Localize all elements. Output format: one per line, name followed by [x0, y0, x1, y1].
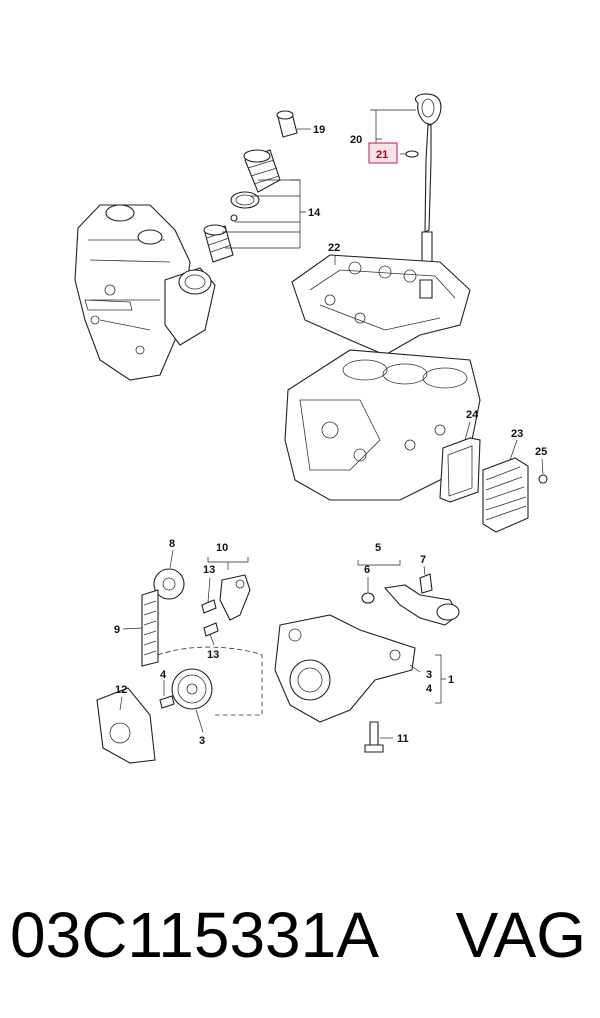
cylinder-block [284, 349, 481, 501]
bolt-4 [159, 695, 175, 709]
callout-9: 9 [114, 624, 120, 636]
callout-6: 6 [364, 564, 370, 576]
callout-22: 22 [328, 242, 340, 254]
engine-side-view [74, 204, 216, 381]
sprocket-3 [171, 668, 213, 710]
bolt-7 [419, 573, 433, 594]
callout-4-left: 4 [160, 669, 167, 681]
callout-1: 1 [448, 674, 454, 686]
callout-19: 19 [313, 124, 325, 136]
bolt-25 [538, 474, 548, 484]
highlight-box-21 [368, 142, 398, 164]
bolts-13 [201, 599, 219, 637]
callout-5: 5 [375, 542, 381, 554]
o-ring-6 [361, 592, 375, 604]
sprocket-8 [153, 568, 185, 600]
tensioner-10 [219, 574, 251, 621]
filter-cap-19 [276, 110, 298, 138]
part-number: 03C115331A [10, 899, 379, 971]
callout-3-left: 3 [199, 735, 205, 747]
chain-cover-12 [96, 687, 156, 764]
assembly-path [157, 646, 263, 716]
callout-7: 7 [420, 554, 426, 566]
callout-12: 12 [115, 684, 127, 696]
callout-23: 23 [511, 428, 523, 440]
callout-24: 24 [466, 409, 479, 421]
callout-13-top: 13 [203, 564, 215, 576]
brand-name: VAG [455, 899, 586, 971]
callout-8: 8 [169, 538, 175, 550]
callout-10: 10 [216, 542, 228, 554]
callout-13-bottom: 13 [207, 649, 219, 661]
callout-3-right: 3 [426, 669, 432, 681]
oil-pickup-5 [383, 584, 460, 626]
exploded-parts-diagram: 19 14 20 21 22 24 23 25 8 10 13 9 13 4 1… [74, 93, 548, 764]
callout-21: 21 [376, 149, 388, 161]
bolt-11 [364, 721, 384, 753]
gasket-24 [439, 437, 481, 503]
callout-20: 20 [350, 134, 362, 146]
callout-25: 25 [535, 446, 547, 458]
callout-14: 14 [308, 207, 321, 219]
oil-pump-1 [274, 614, 416, 723]
chain-9 [141, 589, 159, 667]
callout-4-right: 4 [426, 683, 433, 695]
oil-dipstick-20 [415, 93, 442, 266]
cylinder-head-cover-22 [291, 254, 471, 356]
callout-numbers: 19 14 20 21 22 24 23 25 8 10 13 9 13 4 1… [114, 124, 547, 747]
oil-cooler-23 [482, 457, 529, 533]
filter-housing-14 [203, 149, 281, 263]
o-ring-21 [405, 150, 419, 158]
footer-caption: 03C115331A VAG [10, 895, 590, 975]
callout-11: 11 [397, 733, 409, 745]
